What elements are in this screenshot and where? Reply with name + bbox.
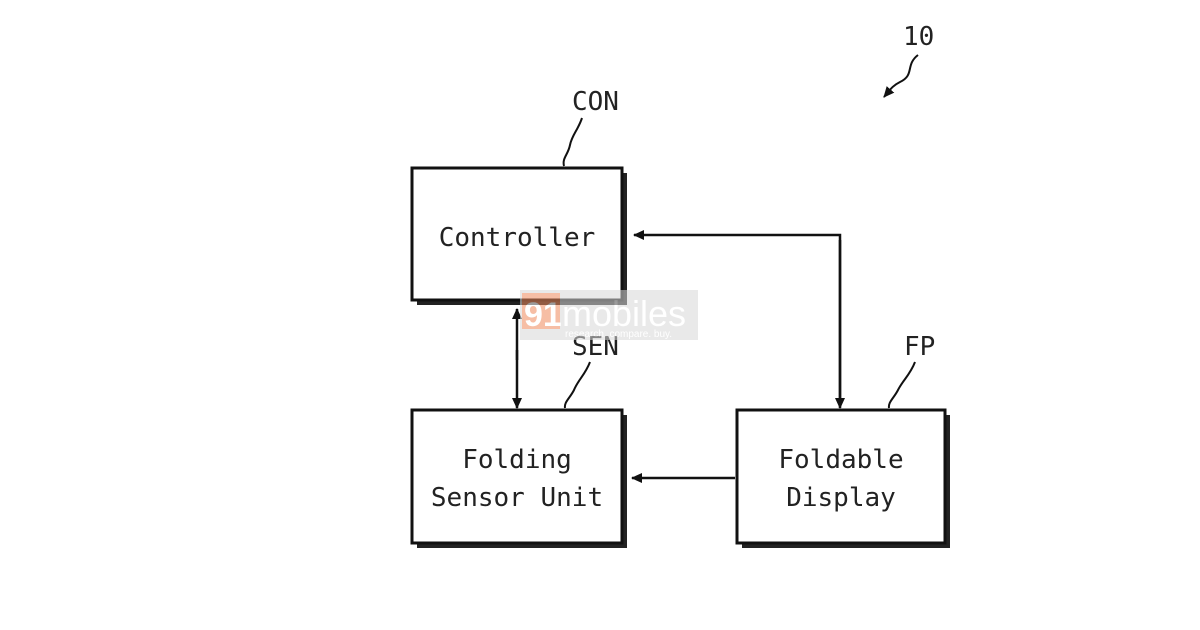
sensor-label-line2: Sensor Unit: [431, 483, 603, 513]
figure-ref-number: 10: [903, 22, 934, 52]
watermark-number: 91: [524, 296, 562, 334]
figure-ref-arrow: [883, 54, 919, 98]
display-label-line2: Display: [786, 483, 896, 513]
controller-ref-leader: [562, 117, 583, 167]
controller-label: Controller: [439, 223, 596, 253]
display-ref-leader: [887, 361, 916, 409]
foldable-display-block: Foldable Display: [735, 408, 950, 548]
display-ref: FP: [904, 332, 935, 362]
watermark-91mobiles: 91 mobiles research. compare. buy.: [520, 290, 698, 340]
folding-sensor-unit-block: Folding Sensor Unit: [410, 408, 627, 548]
watermark-brand: mobiles: [562, 293, 686, 334]
sensor-label-line1: Folding: [462, 445, 572, 475]
controller-block: Controller: [410, 166, 627, 305]
controller-ref: CON: [572, 87, 619, 117]
sensor-ref-leader: [563, 361, 591, 409]
display-label-line1: Foldable: [778, 445, 903, 475]
watermark-tagline: research. compare. buy.: [565, 329, 672, 340]
